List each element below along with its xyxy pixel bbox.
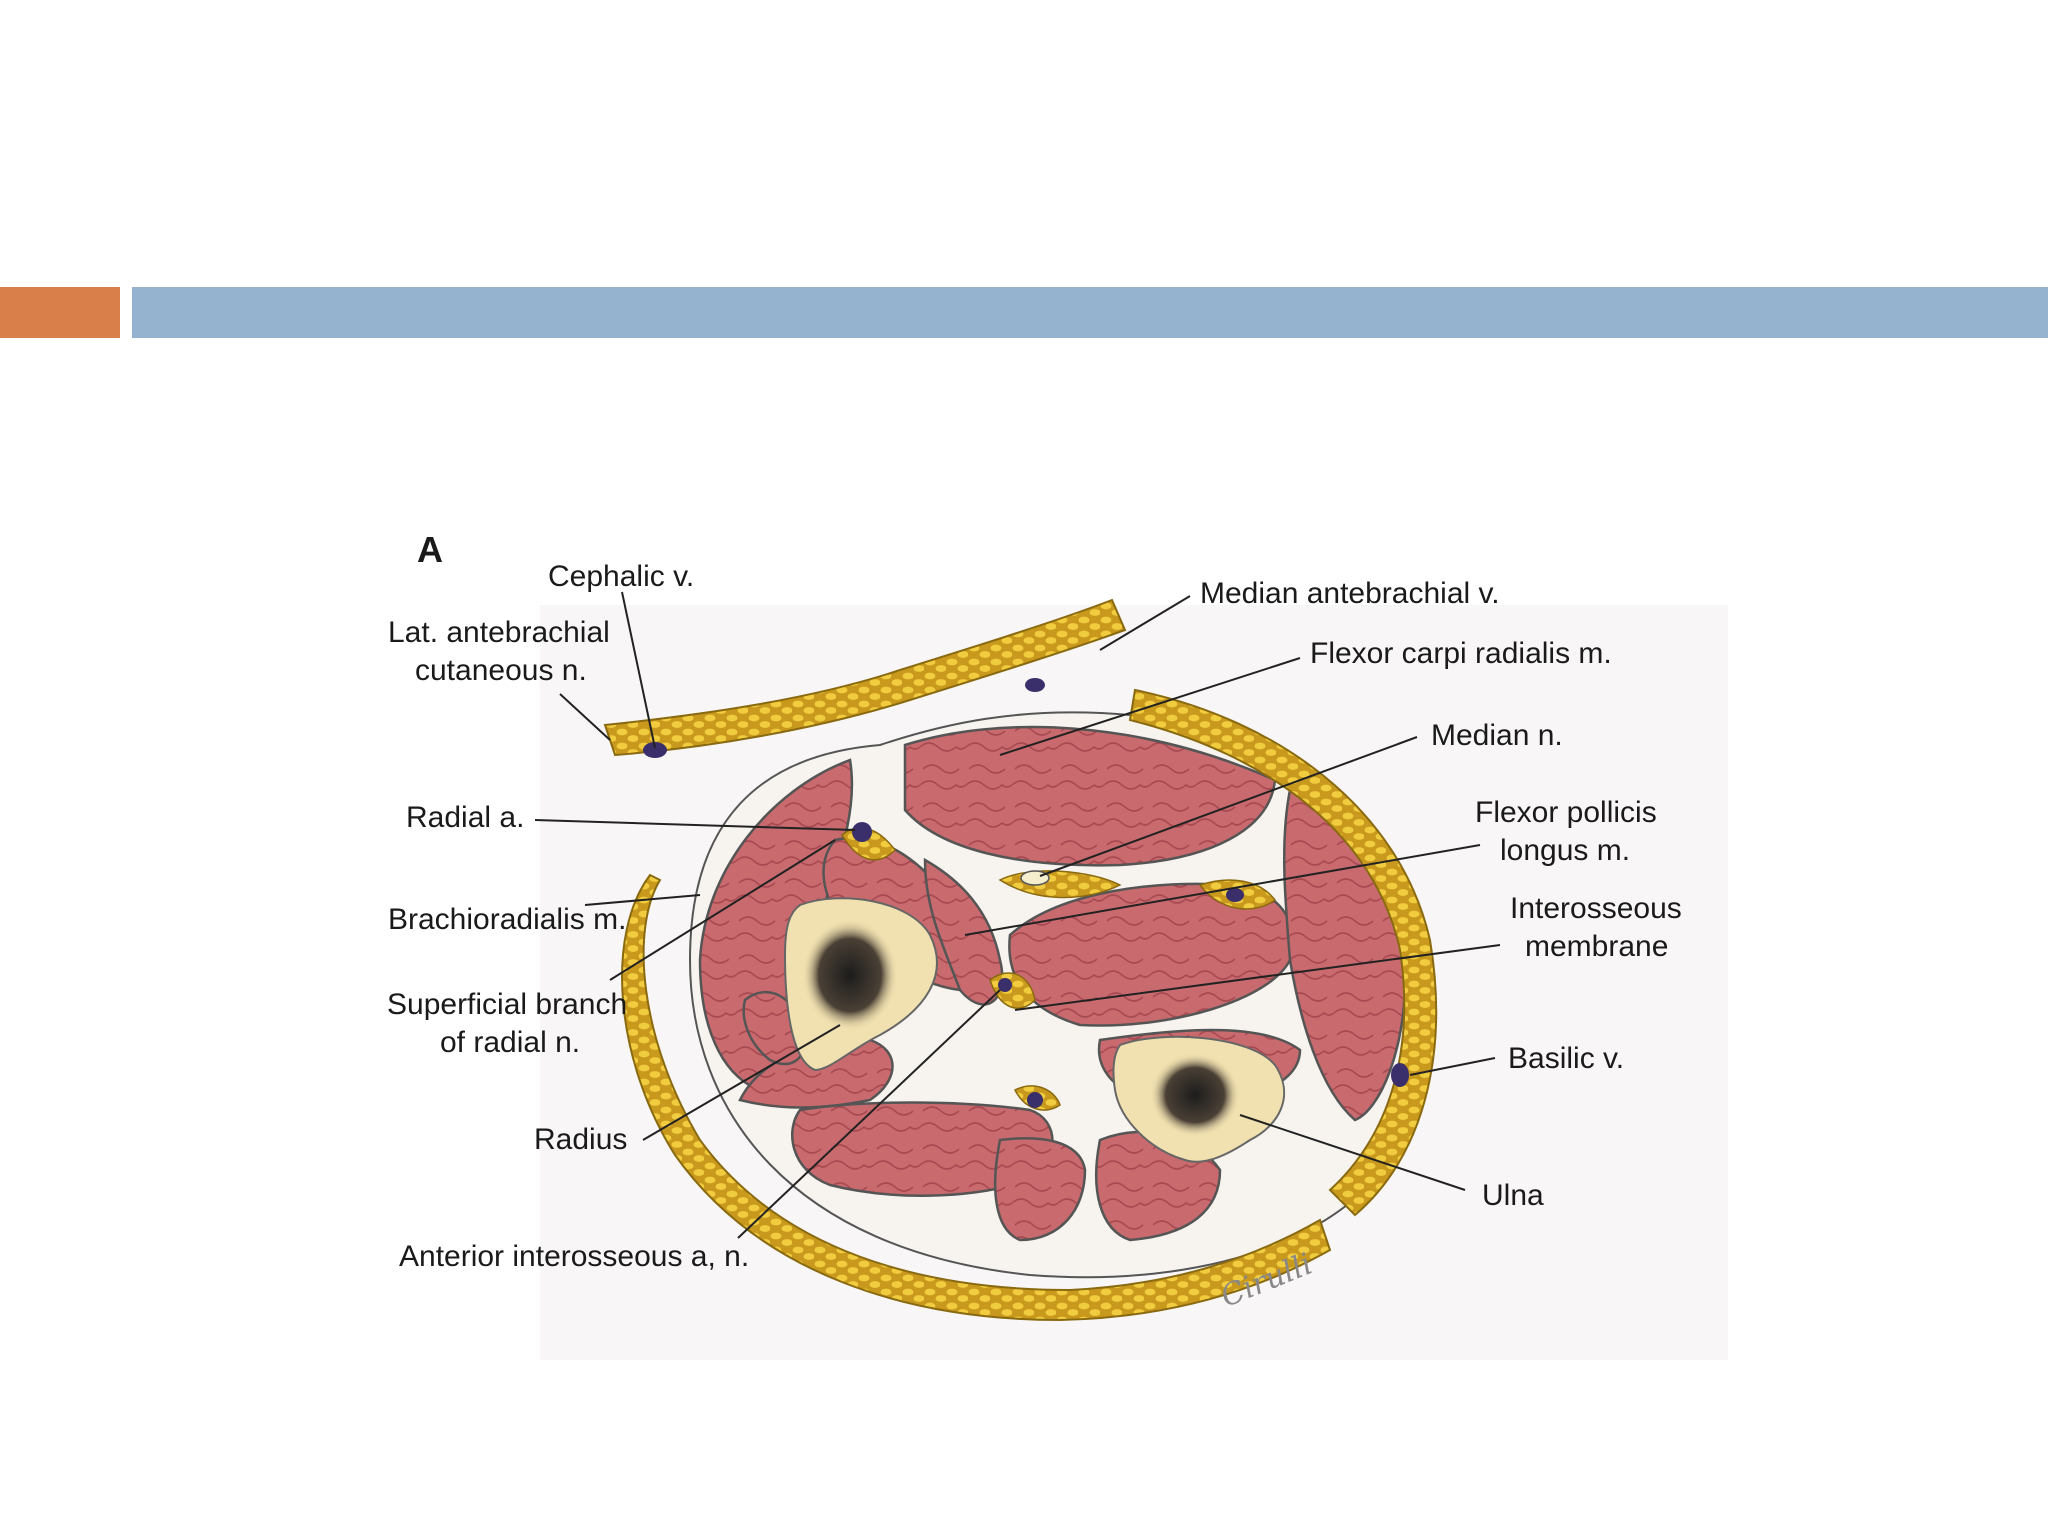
leader-lines	[534, 591, 1501, 1239]
label-basilic-v: Basilic v.	[1508, 1042, 1624, 1075]
label-radius: Radius	[534, 1123, 627, 1156]
label-superficial-branch-line1: Superficial branch	[387, 988, 627, 1021]
header-accent-bar	[0, 287, 120, 338]
leader-interosseous-membrane	[1014, 944, 1501, 1011]
extensor-pollicis-muscle	[994, 1137, 1087, 1242]
flexor-pollicis-longus-muscle	[923, 857, 1004, 1006]
median-antebrachial-vein	[1025, 678, 1045, 692]
vessels	[643, 678, 1409, 1108]
fat-rim-dorsal-radial	[621, 873, 1332, 1322]
leader-median-n	[1039, 736, 1418, 877]
median-nerve	[1020, 870, 1050, 886]
label-anterior-interosseous: Anterior interosseous a, n.	[399, 1240, 749, 1273]
panel-letter: A	[417, 529, 443, 570]
cephalic-vein	[643, 742, 667, 758]
leader-flexor-carpi-radialis	[999, 657, 1301, 756]
label-superficial-branch-line2: of radial n.	[440, 1026, 580, 1059]
radial-artery	[852, 822, 872, 842]
leader-radial-a	[534, 819, 856, 831]
label-ulna: Ulna	[1482, 1179, 1544, 1212]
label-flexor-carpi-radialis: Flexor carpi radialis m.	[1310, 637, 1612, 670]
leader-cephalic-v	[621, 591, 656, 749]
leader-flexor-pollicis-longus	[964, 844, 1481, 936]
label-flexor-pollicis-line1: Flexor pollicis	[1475, 796, 1657, 829]
leader-median-antebrachial-v	[1099, 595, 1191, 651]
leader-anterior-interosseous	[737, 989, 1001, 1239]
label-lat-antebrachial-line2: cutaneous n.	[415, 654, 587, 687]
basilic-vein	[1391, 1063, 1409, 1087]
radius-marrow	[802, 919, 898, 1031]
anterior-interosseous-vessel	[998, 978, 1012, 992]
fat-rim-ulnar	[1128, 688, 1438, 1217]
label-flexor-pollicis-line2: longus m.	[1500, 834, 1630, 867]
leader-basilic-v	[1409, 1057, 1496, 1076]
leader-radius	[642, 1024, 841, 1141]
label-cephalic-v: Cephalic v.	[548, 560, 694, 593]
ulna-marrow	[1150, 1053, 1240, 1137]
label-interosseous-line2: membrane	[1525, 930, 1668, 963]
leader-ulna	[1239, 1114, 1466, 1191]
fat-strip-cephalic	[603, 598, 1127, 757]
leader-brachioradialis	[584, 894, 701, 906]
bones	[783, 897, 1285, 1163]
label-interosseous-line1: Interosseous	[1510, 892, 1682, 925]
label-median-n: Median n.	[1431, 719, 1563, 752]
label-brachioradialis: Brachioradialis m.	[388, 903, 626, 936]
ulnar-artery	[1226, 888, 1244, 902]
header-title-bar	[132, 287, 2048, 338]
flexor-carpi-radialis-muscle	[903, 725, 1277, 867]
leader-lat-antebrachial	[559, 693, 611, 741]
subcutaneous-fat-layers	[603, 598, 1438, 1322]
label-radial-a: Radial a.	[406, 801, 524, 834]
muscle-bellies	[698, 725, 1407, 1242]
leader-superficial-branch	[609, 839, 836, 981]
dorsal-vessel	[1027, 1092, 1043, 1108]
label-lat-antebrachial-line1: Lat. antebrachial	[388, 616, 610, 649]
label-median-antebrachial-v: Median antebrachial v.	[1200, 577, 1500, 610]
